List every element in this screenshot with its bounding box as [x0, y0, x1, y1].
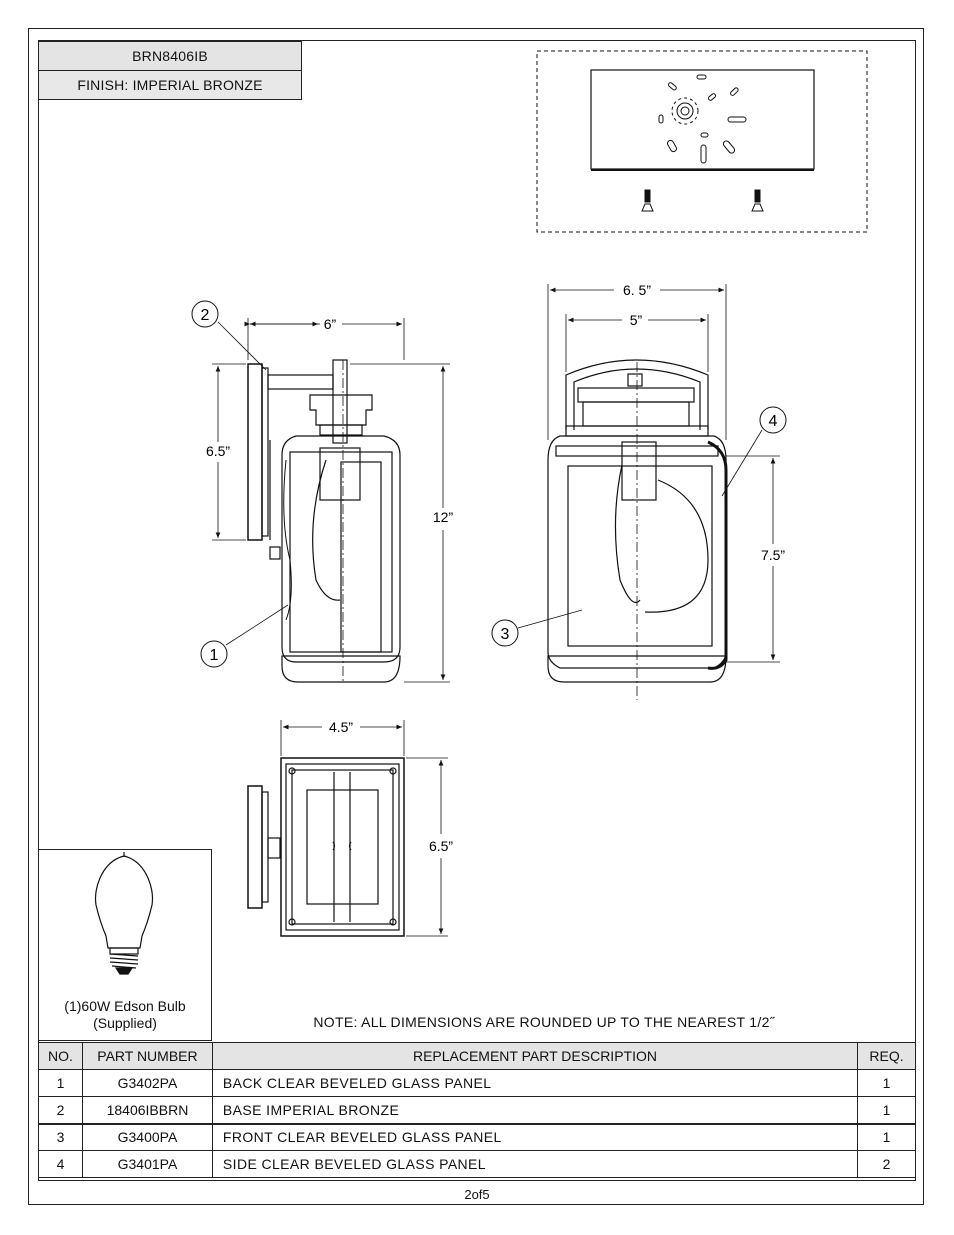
table-row: 3 G3400PA FRONT CLEAR BEVELED GLASS PANE…: [38, 1122, 916, 1151]
col-header-description: REPLACEMENT PART DESCRIPTION: [211, 1042, 859, 1070]
row-description: FRONT CLEAR BEVELED GLASS PANEL: [211, 1122, 859, 1151]
row-req: 1: [857, 1069, 916, 1097]
row-part-number: G3400PA: [81, 1122, 213, 1151]
inner-border: [38, 40, 916, 1181]
dim-backplate-height: 6.5”: [206, 443, 230, 459]
row-description: SIDE CLEAR BEVELED GLASS PANEL: [211, 1150, 859, 1178]
row-req: 1: [857, 1096, 916, 1124]
dim-top-width: 4.5”: [329, 719, 353, 735]
row-description: BACK CLEAR BEVELED GLASS PANEL: [211, 1069, 859, 1097]
table-row: 1 G3402PA BACK CLEAR BEVELED GLASS PANEL…: [38, 1069, 916, 1097]
top-view-dimensions: [280, 720, 448, 937]
finish-label: FINISH: IMPERIAL BRONZE: [38, 70, 302, 100]
col-header-no: NO.: [38, 1042, 83, 1070]
bulb-caption-line2: (Supplied): [93, 1015, 157, 1031]
side-view-dimensions: [212, 318, 450, 683]
row-part-number: G3402PA: [81, 1069, 213, 1097]
edison-bulb-icon: [94, 852, 154, 975]
mounting-hardware-inset: [536, 50, 868, 233]
top-view-drawing: [247, 757, 405, 937]
dim-glass-height: 7.5”: [761, 547, 785, 563]
row-no: 4: [38, 1150, 83, 1178]
row-req: 2: [857, 1150, 916, 1178]
callout-4: 4: [769, 413, 778, 430]
model-number: BRN8406IB: [38, 41, 302, 71]
page-number: 2of5: [464, 1187, 490, 1202]
callout-2: 2: [201, 307, 210, 324]
table-row: 2 18406IBBRN BASE IMPERIAL BRONZE 1: [38, 1096, 916, 1124]
bulb-caption-line1: (1)60W Edson Bulb: [64, 998, 186, 1014]
dim-front-inner-width: 5”: [630, 312, 643, 328]
bulb-panel: [38, 849, 212, 1041]
callout-1: 1: [210, 647, 219, 664]
front-view-dimensions: [517, 284, 780, 663]
row-no: 3: [38, 1122, 83, 1151]
dim-overall-height: 12”: [433, 509, 454, 525]
outer-border: [28, 28, 924, 1205]
row-no: 1: [38, 1069, 83, 1097]
dim-side-width: 6”: [324, 316, 337, 332]
bulb-caption: (1)60W Edson Bulb (Supplied): [38, 998, 212, 1032]
row-description: BASE IMPERIAL BRONZE: [211, 1096, 859, 1124]
front-view-drawing: [547, 359, 728, 700]
table-header-row: NO. PART NUMBER REPLACEMENT PART DESCRIP…: [38, 1042, 916, 1070]
callout-3: 3: [501, 626, 510, 643]
parts-table: NO. PART NUMBER REPLACEMENT PART DESCRIP…: [38, 1042, 916, 1178]
dim-front-outer-width: 6. 5”: [623, 282, 651, 298]
col-header-req: REQ.: [857, 1042, 916, 1070]
row-req: 1: [857, 1122, 916, 1151]
side-view-drawing: [247, 359, 401, 683]
col-header-part-number: PART NUMBER: [81, 1042, 213, 1070]
row-part-number: 18406IBBRN: [81, 1096, 213, 1124]
dim-top-depth: 6.5”: [429, 838, 453, 854]
dimension-note: NOTE: ALL DIMENSIONS ARE ROUNDED UP TO T…: [313, 1014, 775, 1030]
table-row: 4 G3401PA SIDE CLEAR BEVELED GLASS PANEL…: [38, 1150, 916, 1178]
row-part-number: G3401PA: [81, 1150, 213, 1178]
row-no: 2: [38, 1096, 83, 1124]
